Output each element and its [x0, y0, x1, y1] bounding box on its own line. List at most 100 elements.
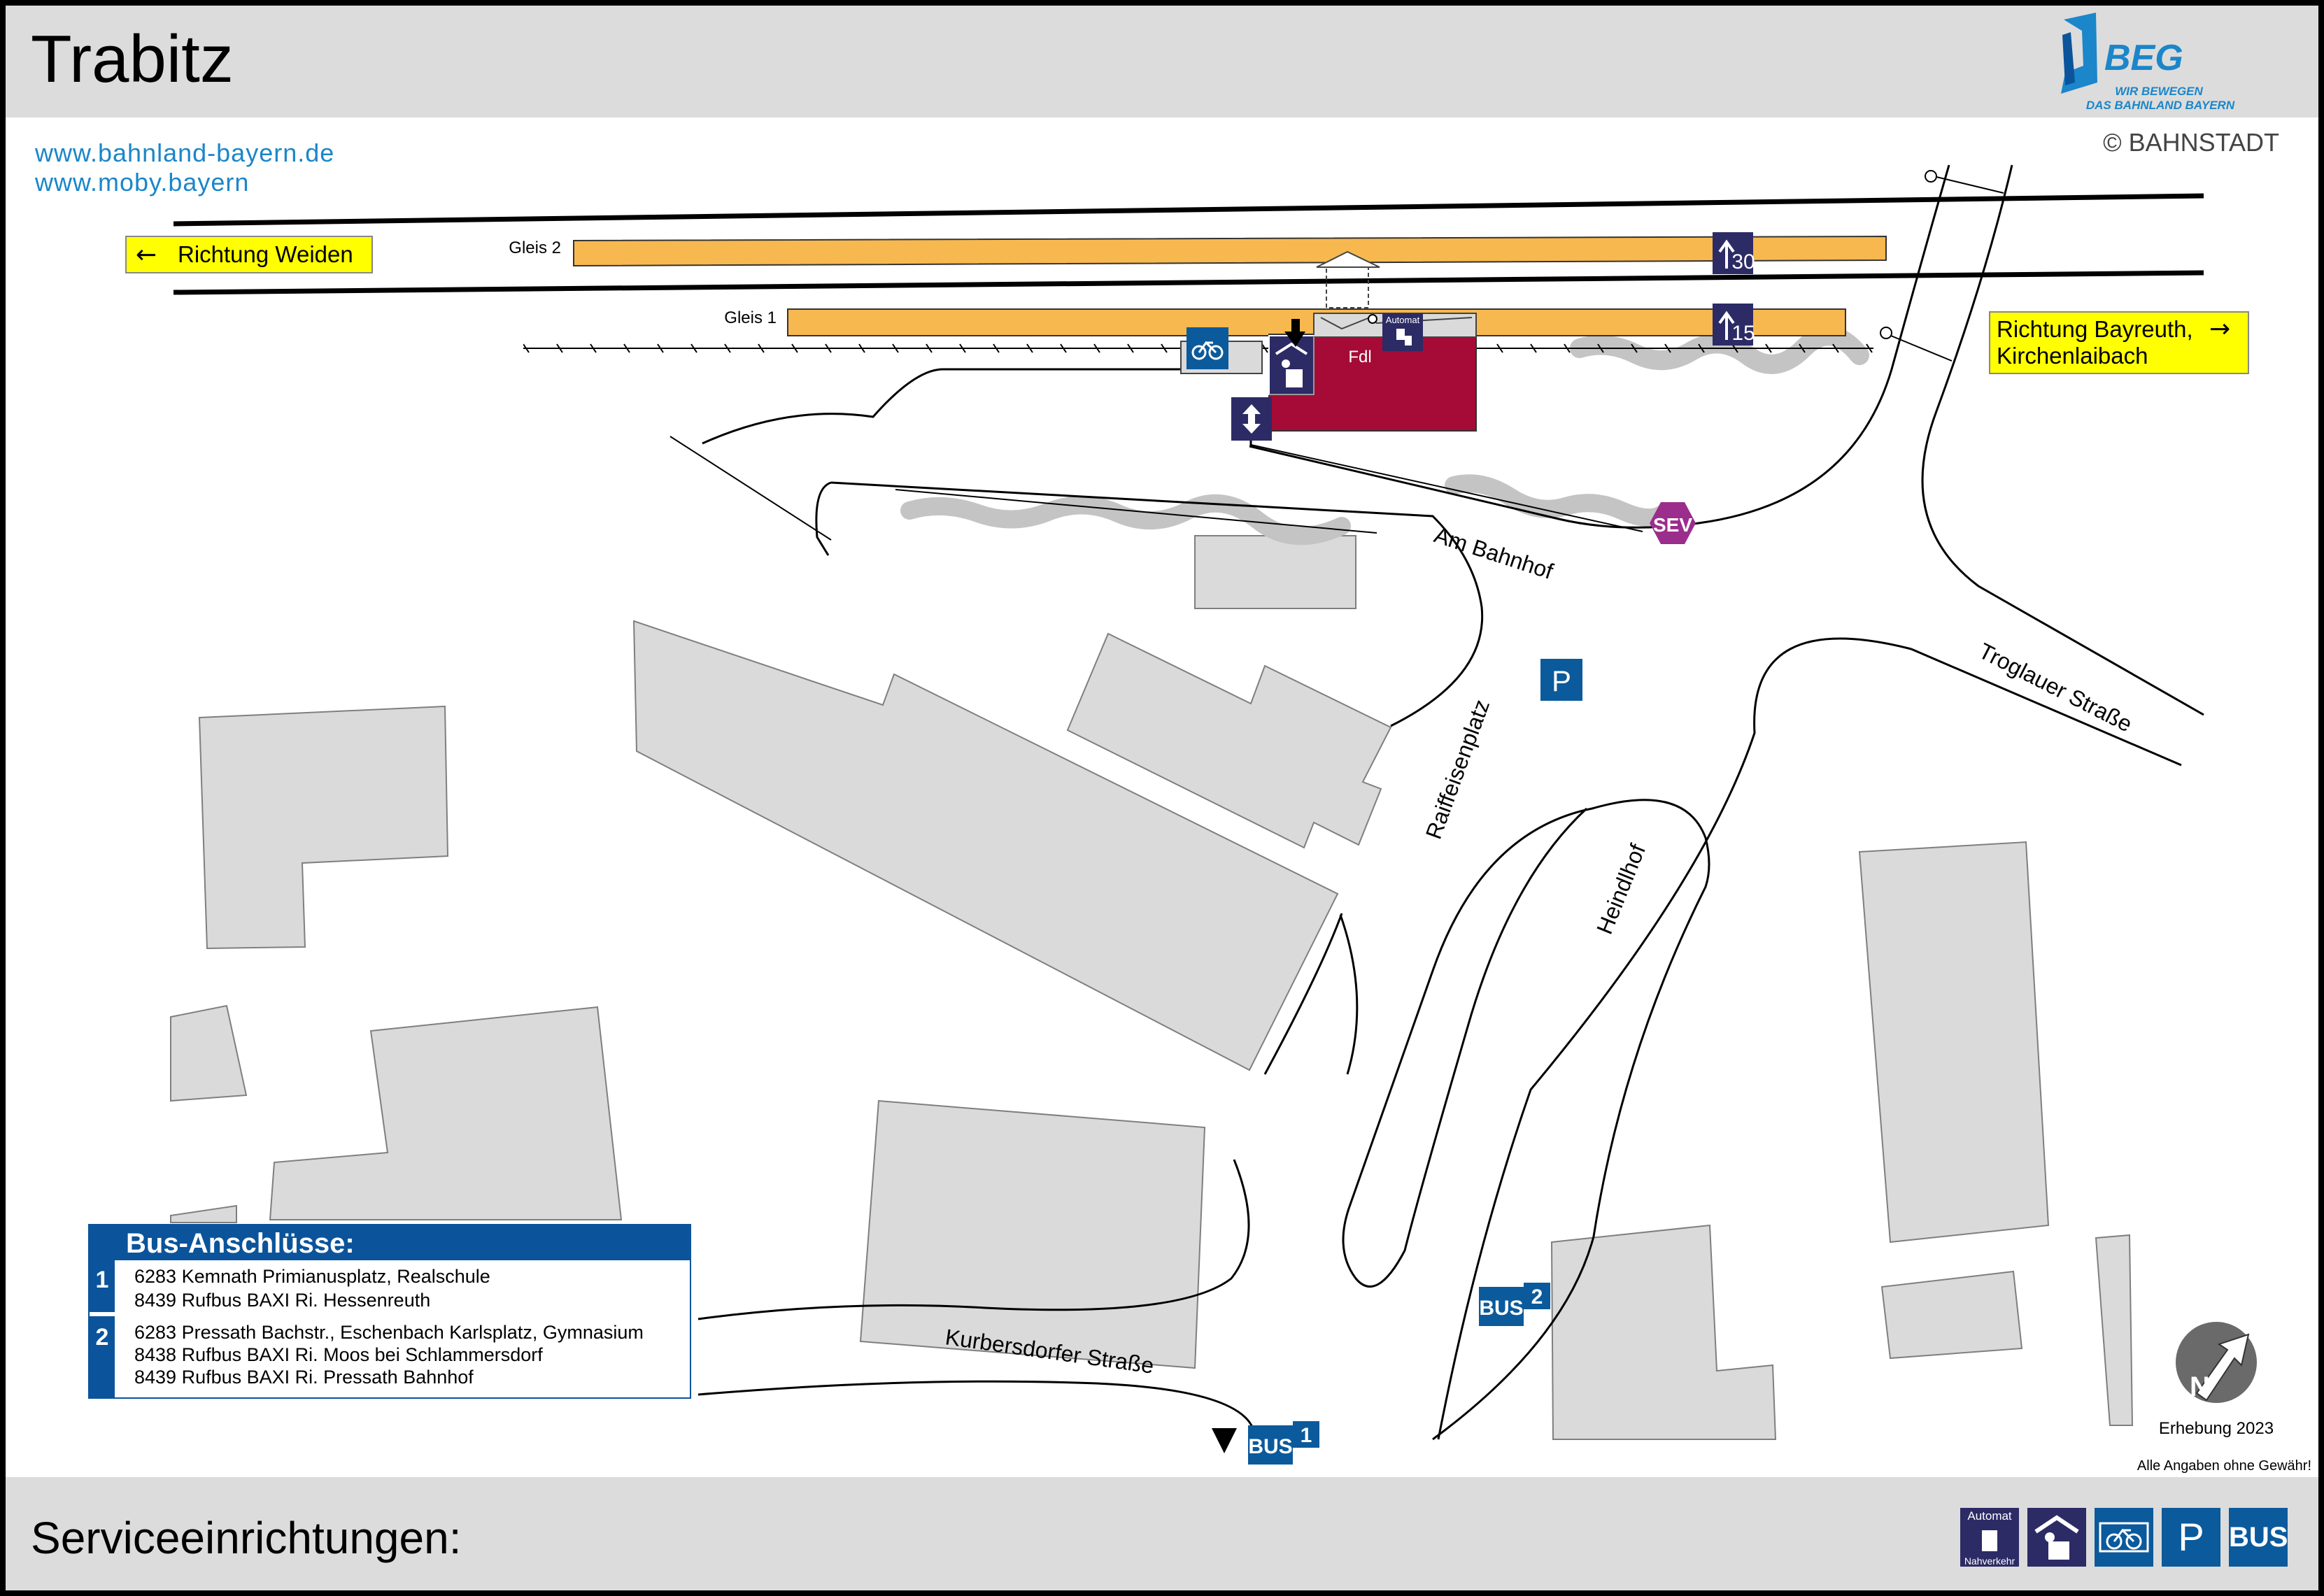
building	[859, 1099, 1206, 1369]
service-bus-icon[interactable]: BUS	[2229, 1508, 2288, 1567]
bicycle-parking-icon[interactable]	[1180, 327, 1263, 374]
road-line	[1249, 164, 1950, 529]
bicycle-wheel	[1191, 345, 1207, 360]
footer-bar	[6, 1477, 2318, 1590]
waiting-shelter-glyph	[2034, 1515, 2079, 1560]
parking-marker[interactable]: P	[1540, 659, 1582, 701]
ticket-machine-glyph-2	[1405, 336, 1412, 345]
compass-circle	[2176, 1322, 2257, 1403]
bicycle-parking-box	[1186, 327, 1228, 369]
bus-number-box	[1524, 1283, 1550, 1309]
road-line	[702, 368, 1186, 445]
parking-label: P	[1552, 664, 1571, 697]
compass-letter: N	[2190, 1371, 2210, 1402]
bus-stop-2-marker[interactable]: BUS 2	[1479, 1283, 1550, 1326]
section-badge-box	[1713, 232, 1753, 274]
bus-line: 6283 Kemnath Primianusplatz, Realschule	[134, 1266, 490, 1287]
page-title: Trabitz	[31, 22, 234, 97]
section-badge-box	[1713, 304, 1753, 345]
street-label-heindlhof: Heindlhof	[1592, 841, 1650, 938]
bus-box	[1248, 1425, 1293, 1465]
direction-arrow-icon: →	[2209, 315, 2230, 343]
service-waiting-shelter-icon[interactable]	[2027, 1508, 2086, 1567]
road-line	[1342, 799, 1710, 1441]
road-line	[830, 481, 1484, 727]
waiting-shelter-seat	[1286, 369, 1303, 387]
building	[1550, 1224, 1777, 1440]
platform-section-badge-15: 15	[1713, 304, 1755, 345]
bus-stop-number: 1	[90, 1260, 115, 1312]
service-ticket-machine-icon[interactable]: Automat Nahverkehr	[1960, 1508, 2019, 1567]
signal-line	[1887, 334, 1953, 362]
underpass-icon[interactable]	[1231, 397, 1272, 441]
link-moby-bayern[interactable]: www.moby.bayern	[35, 168, 250, 197]
building	[632, 620, 1339, 1071]
bus-label: BUS	[1479, 1297, 1523, 1320]
bus-stop-1-marker[interactable]: BUS 1	[1212, 1421, 1319, 1465]
hedge	[1445, 474, 1673, 527]
street-label-am-bahnhof: Am Bahnhof	[1431, 522, 1557, 584]
link-bahnland-bayern[interactable]: www.bahnland-bayern.de	[35, 138, 335, 167]
roads	[697, 164, 2204, 1441]
parking-box	[1540, 659, 1582, 701]
bus-number-box	[1293, 1421, 1319, 1448]
waiting-shelter-icon[interactable]	[1268, 335, 1315, 395]
station-map: BEG WIR BEWEGEN DAS BAHNLAND BAYERN © BA…	[125, 13, 2311, 1474]
waiting-shelter-roof	[1275, 342, 1308, 355]
bus-connections-header: Bus-Anschlüsse:	[88, 1224, 691, 1260]
direction-label: Richtung Bayreuth,	[1997, 316, 2193, 342]
compass-arrow-icon	[2195, 1333, 2250, 1402]
beg-logo-mark-2	[2062, 32, 2075, 85]
service-parking-icon[interactable]: P	[2162, 1508, 2220, 1567]
services-label: Serviceeinrichtungen:	[31, 1513, 462, 1563]
direction-sign-box	[1989, 311, 2249, 374]
road-line	[697, 1380, 1256, 1437]
signal-line	[1933, 176, 2004, 194]
road-line	[697, 1159, 1250, 1320]
underpass-arrows	[1242, 404, 1261, 434]
building	[1880, 1270, 2023, 1360]
service-bicycle-parking-icon[interactable]	[2095, 1508, 2153, 1567]
sev-replacement-bus-stop[interactable]: SEV	[1650, 502, 1696, 544]
ticket-machine-icon[interactable]: Automat	[1382, 313, 1423, 351]
fence-line	[895, 489, 1377, 534]
survey-note: Erhebung 2023	[2159, 1419, 2274, 1438]
platform-shelter	[1326, 265, 1369, 308]
building	[1066, 632, 1392, 849]
sev-label: SEV	[1653, 514, 1692, 536]
building	[269, 1006, 623, 1220]
section-badge-label: 30	[1731, 250, 1755, 273]
road-line	[1437, 637, 1912, 1440]
building	[1858, 841, 2050, 1244]
direction-sign-weiden: ← Richtung Weiden	[125, 236, 373, 273]
station-building-label: Fdl	[1348, 348, 1371, 366]
bicycle-frame	[1198, 341, 1217, 354]
section-arrow-icon	[1718, 311, 1735, 340]
road-line	[1921, 164, 2204, 716]
platform-section-badge-30: 30	[1713, 232, 1755, 274]
sev-hexagon	[1650, 502, 1696, 544]
bus-stop-number: 2	[90, 1316, 115, 1397]
road-line	[815, 481, 832, 556]
section-arrow-icon	[1718, 239, 1735, 269]
track-label-gleis-2: Gleis 2	[509, 238, 561, 257]
north-compass: N	[2176, 1322, 2257, 1403]
platform-gleis-2[interactable]	[573, 235, 1887, 267]
road-line	[1263, 913, 1343, 1075]
track-label-gleis-1: Gleis 1	[724, 308, 777, 327]
bus-number: 2	[1531, 1285, 1543, 1309]
direction-label-2: Kirchenlaibach	[1997, 343, 2148, 369]
shelter-roof	[1316, 250, 1380, 268]
bus-box	[1479, 1287, 1524, 1326]
ticket-machine-label: Automat	[1386, 315, 1420, 325]
road-line	[1339, 914, 1359, 1075]
bus-connections-title: Bus-Anschlüsse:	[126, 1228, 355, 1259]
canopy-lamp	[1368, 314, 1377, 324]
building	[170, 1204, 237, 1223]
disclaimer: Alle Angaben ohne Gewähr!	[2137, 1458, 2311, 1474]
bus-connections-table: Bus-Anschlüsse: 1 6283 Kemnath Primianus…	[88, 1224, 691, 1400]
bicycle-glyph	[2099, 1522, 2149, 1553]
building	[2095, 1234, 2134, 1426]
header-bar: Trabitz	[6, 6, 2318, 117]
